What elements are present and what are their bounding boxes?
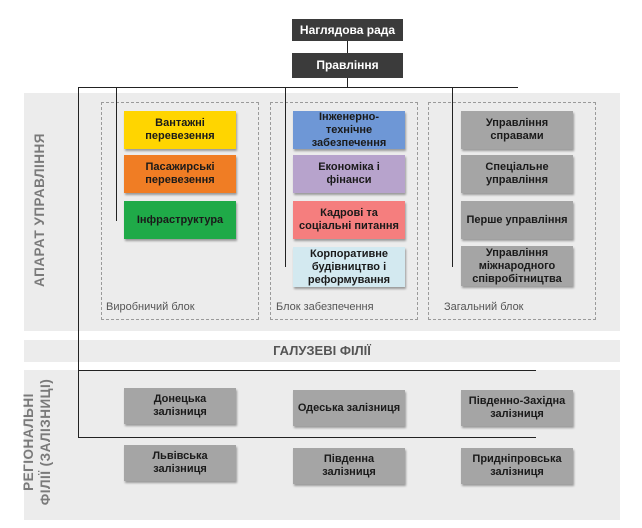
passenger-transport-box[interactable]: Пасажирські перевезення <box>124 155 236 193</box>
affairs-management-box[interactable]: Управління справами <box>461 111 573 149</box>
branches-band <box>24 340 620 362</box>
connector-general <box>452 87 453 267</box>
connector-board-down <box>347 78 348 87</box>
south-western-railway-box[interactable]: Південно-Західна залізниця <box>461 390 573 426</box>
odesa-railway-box[interactable]: Одеська залізниця <box>293 390 405 426</box>
lviv-railway-box[interactable]: Львівська залізниця <box>124 445 236 481</box>
connector-regional-2 <box>78 437 536 438</box>
connector-main-horizontal <box>78 87 518 88</box>
freight-transport-box[interactable]: Вантажні перевезення <box>124 111 236 149</box>
apparatus-side-label: АПАРАТ УПРАВЛІННЯ <box>32 133 47 287</box>
engineering-support-box[interactable]: Інженерно-технічне забезпечення <box>293 111 405 149</box>
regional-side-label-line2: ФІЛІЇ (ЗАЛІЗНИЦІ) <box>38 378 53 506</box>
support-block-label: Блок забезпечення <box>276 301 374 313</box>
infrastructure-box[interactable]: Інфраструктура <box>124 201 236 239</box>
regional-side-label-line1: РЕГІОНАЛЬНІ <box>21 393 36 491</box>
donetsk-railway-box[interactable]: Донецька залізниця <box>124 388 236 424</box>
connector-left-trunk <box>78 87 79 437</box>
economics-finance-box[interactable]: Економіка і фінанси <box>293 155 405 193</box>
general-block-label: Загальний блок <box>444 301 524 313</box>
southern-railway-box[interactable]: Південна залізниця <box>293 448 405 484</box>
first-department-box[interactable]: Перше управління <box>461 201 573 239</box>
connector-production <box>116 87 117 221</box>
regional-side-label: РЕГІОНАЛЬНІ ФІЛІЇ (ЗАЛІЗНИЦІ) <box>20 377 60 507</box>
branches-title: ГАЛУЗЕВІ ФІЛІЇ <box>273 343 371 358</box>
production-block <box>101 102 259 320</box>
connector-support <box>285 87 286 267</box>
corporate-reform-box[interactable]: Корпоративне будівництво і реформування <box>293 247 405 287</box>
international-cooperation-box[interactable]: Управління міжнародного співробітництва <box>461 246 573 286</box>
prydniprovska-railway-box[interactable]: Придніпровська залізниця <box>461 448 573 484</box>
supervisory-board-box[interactable]: Наглядова рада <box>292 19 403 41</box>
production-block-label: Виробничий блок <box>106 301 195 313</box>
board-box[interactable]: Правління <box>292 53 403 78</box>
connector-regional-1 <box>78 370 536 371</box>
hr-social-box[interactable]: Кадрові та соціальні питання <box>293 201 405 239</box>
special-department-box[interactable]: Спеціальне управління <box>461 155 573 193</box>
general-block <box>428 102 596 320</box>
connector-top <box>347 41 348 53</box>
support-block <box>270 102 418 320</box>
